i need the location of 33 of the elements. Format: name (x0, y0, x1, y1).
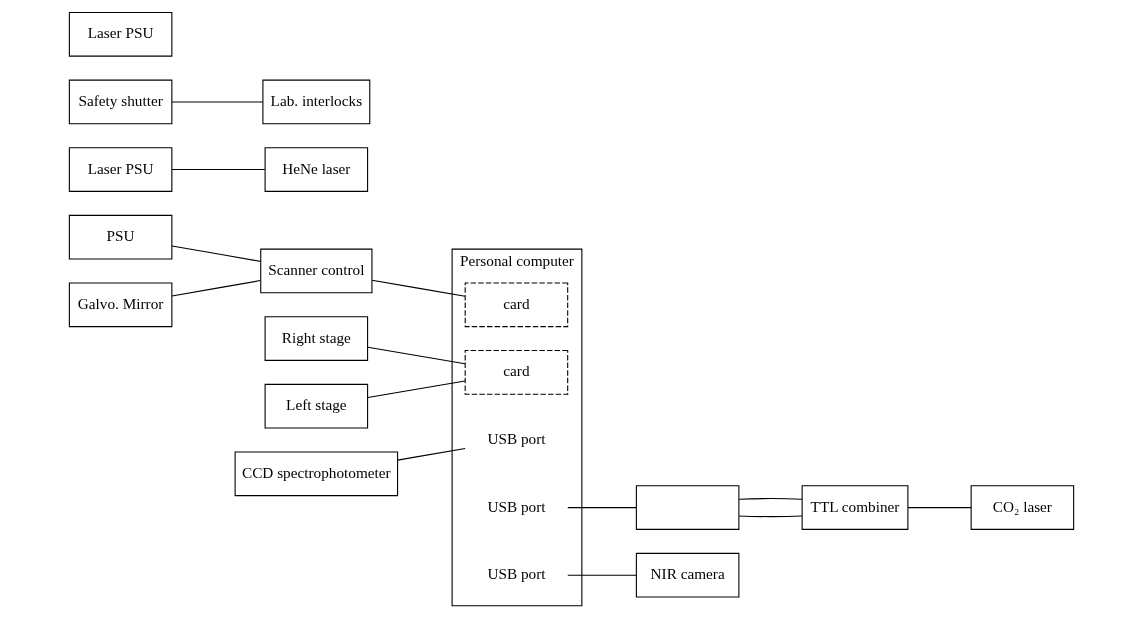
node-box: Galvo. Mirror (68, 282, 173, 328)
connector (367, 380, 466, 399)
connector (907, 507, 972, 509)
connector (367, 346, 466, 365)
node-box: Safety shutter (68, 79, 173, 125)
connector (397, 448, 466, 461)
connector (171, 169, 266, 171)
node-box: PSU (68, 214, 173, 260)
node-text: USB port (487, 565, 546, 583)
node-text: USB port (487, 497, 546, 515)
node-box: HeNe laser (264, 147, 369, 192)
node-box: Laser PSU (68, 147, 173, 192)
node-box: CCD spectrophotometer (234, 451, 399, 497)
connector (567, 574, 637, 576)
node-box: TTL combiner (801, 485, 909, 530)
node-box: card (464, 350, 569, 395)
node-box: card (464, 282, 569, 328)
connector (371, 279, 466, 297)
connector (738, 515, 803, 518)
node-box: NIR camera (635, 552, 740, 598)
connector (567, 507, 637, 509)
node-box (635, 485, 740, 530)
node-box: Left stage (264, 383, 369, 429)
node-box: Laser PSU (68, 12, 173, 57)
connector (171, 280, 261, 297)
node-box: Right stage (264, 316, 369, 361)
connector (171, 101, 264, 103)
connector (738, 498, 803, 500)
connector (171, 245, 261, 262)
node-box: Lab. interlocks (262, 79, 371, 125)
node-box: Scanner control (260, 248, 373, 294)
node-text: USB port (487, 430, 546, 448)
node-box: CO₂ laser (970, 485, 1075, 530)
